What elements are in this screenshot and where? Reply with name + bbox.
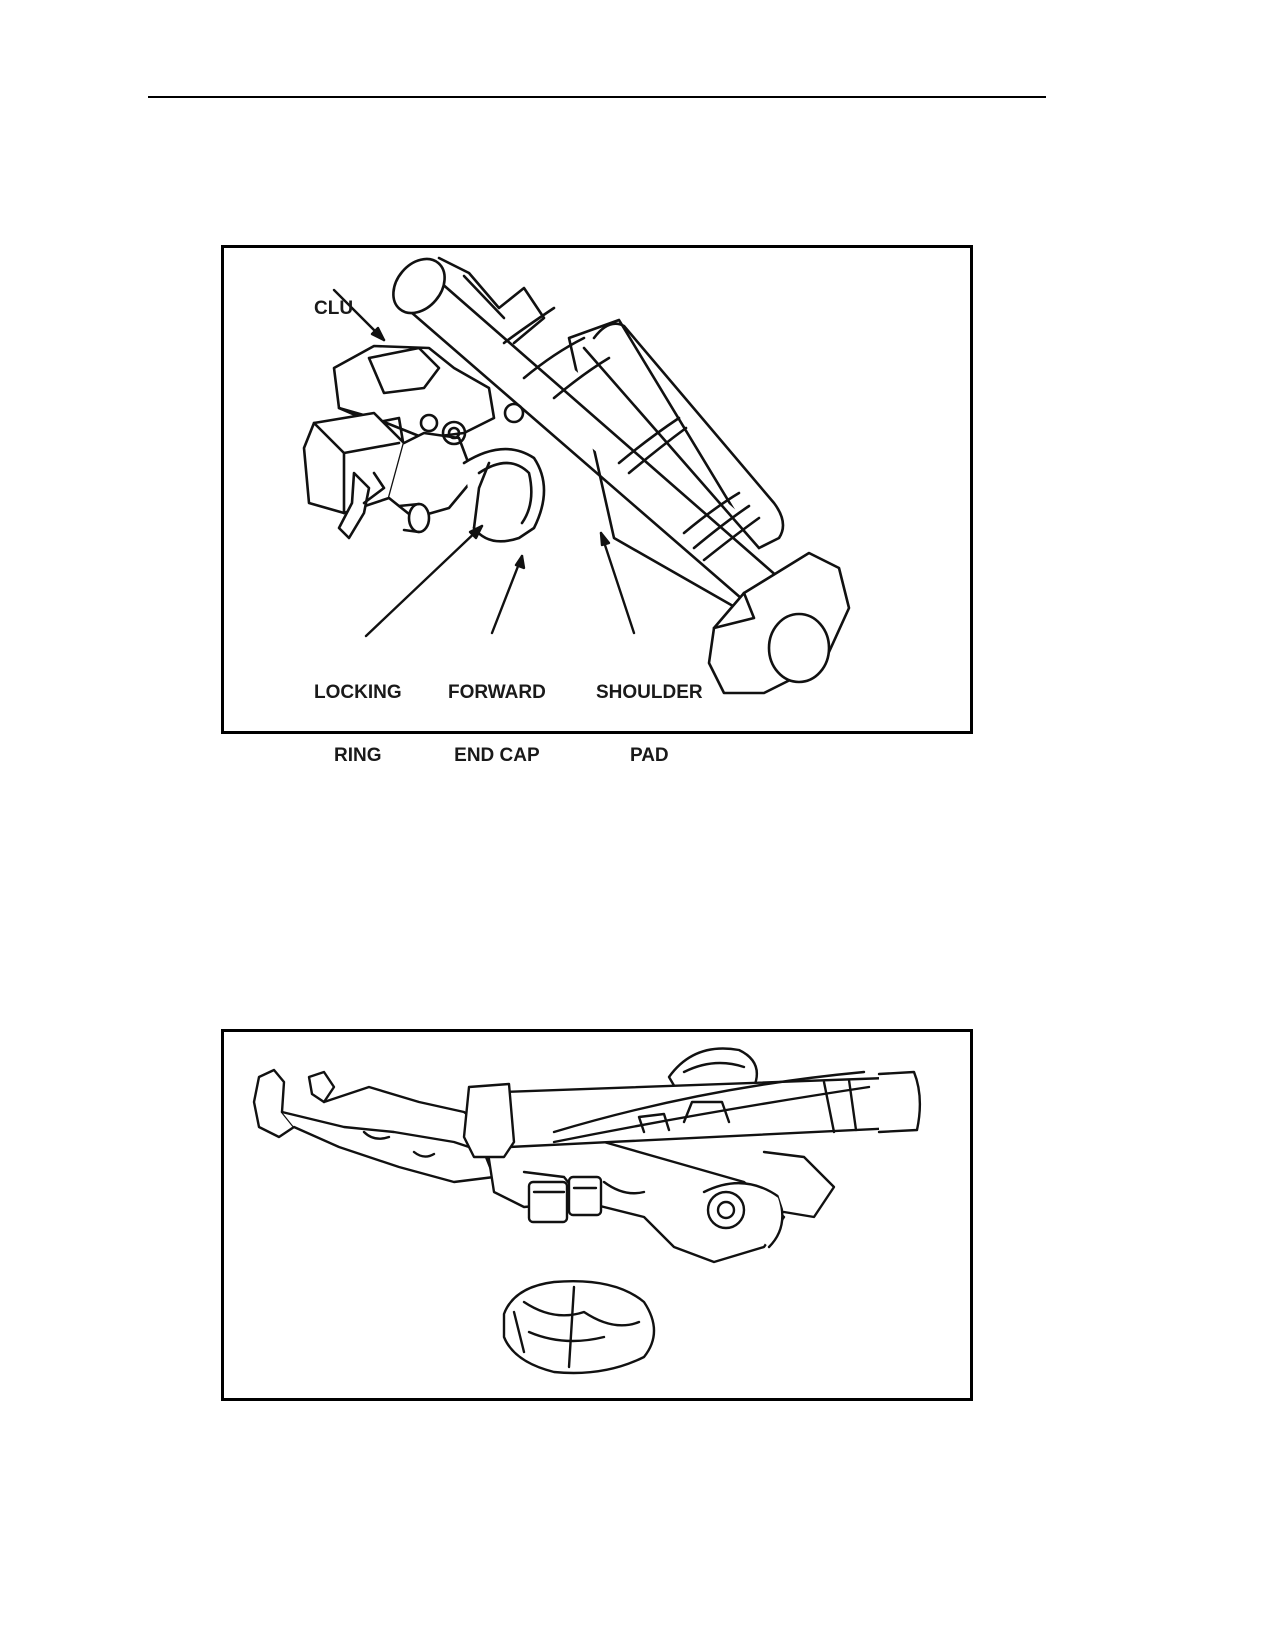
callout-shoulder-pad-line1: SHOULDER	[596, 682, 703, 703]
callout-clu-label: CLU	[314, 298, 354, 319]
prone-soldier-drawing	[252, 1047, 922, 1375]
callout-forward-end-cap: FORWARD END CAP	[448, 640, 546, 808]
callout-clu: CLU	[314, 256, 353, 361]
callout-shoulder-pad: SHOULDER PAD	[596, 640, 703, 808]
callout-forward-end-cap-line1: FORWARD	[448, 682, 546, 703]
callout-locking-ring-line2: RING	[334, 745, 382, 766]
launcher-drawing	[302, 256, 851, 695]
prone-soldier-figure	[221, 1029, 973, 1401]
callout-forward-end-cap-line2: END CAP	[454, 745, 540, 766]
callout-shoulder-pad-line2: PAD	[629, 745, 669, 766]
callout-locking-ring: LOCKING RING	[314, 640, 402, 808]
callout-locking-ring-line1: LOCKING	[314, 682, 402, 703]
launcher-figure: CLU LOCKING RING FORWARD END CAP SHOULDE…	[221, 245, 973, 766]
header-rule	[148, 96, 1046, 98]
